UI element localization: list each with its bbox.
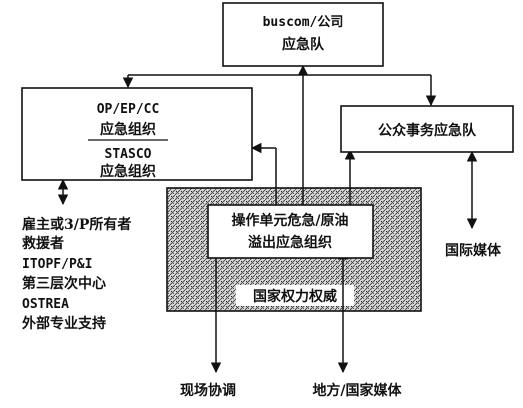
- op-box-line3: STASCO: [105, 147, 152, 162]
- international-media-label: 国际媒体: [445, 242, 502, 259]
- external-support-item-5: 外部专业支持: [22, 315, 106, 332]
- op-box-line1: OP/EP/CC: [97, 102, 160, 117]
- external-support-item-4: OSTREA: [22, 297, 69, 312]
- national-authority-label: 国家权力权威: [253, 288, 337, 305]
- op-ep-cc-box: [21, 87, 253, 181]
- op-box-line4: 应急组织: [100, 163, 156, 180]
- external-support-item-1: 救援者: [22, 235, 64, 252]
- company-team-line1: buscom/公司: [263, 15, 344, 30]
- local-national-media-label: 地方/国家媒体: [312, 382, 402, 399]
- op-box-line2: 应急组织: [100, 121, 156, 138]
- operating-unit-box: [207, 204, 374, 259]
- onsite-coordination-label: 现场协调: [180, 382, 236, 399]
- operating-unit-line2: 溢出应急组织: [248, 234, 332, 251]
- national-authority-label-bg: [236, 285, 354, 306]
- external-support-item-0: 雇主或3/P所有者: [22, 216, 131, 233]
- company-team-line2: 应急队: [282, 36, 325, 53]
- public-affairs-label: 公众事务应急队: [378, 122, 477, 139]
- external-support-item-3: 第三层次中心: [22, 275, 106, 292]
- external-support-item-2: ITOPF/P&I: [22, 257, 92, 272]
- operating-unit-line1: 操作单元危急/原油: [231, 212, 348, 229]
- public-affairs-box: [340, 105, 514, 153]
- company-team-box: [222, 2, 384, 67]
